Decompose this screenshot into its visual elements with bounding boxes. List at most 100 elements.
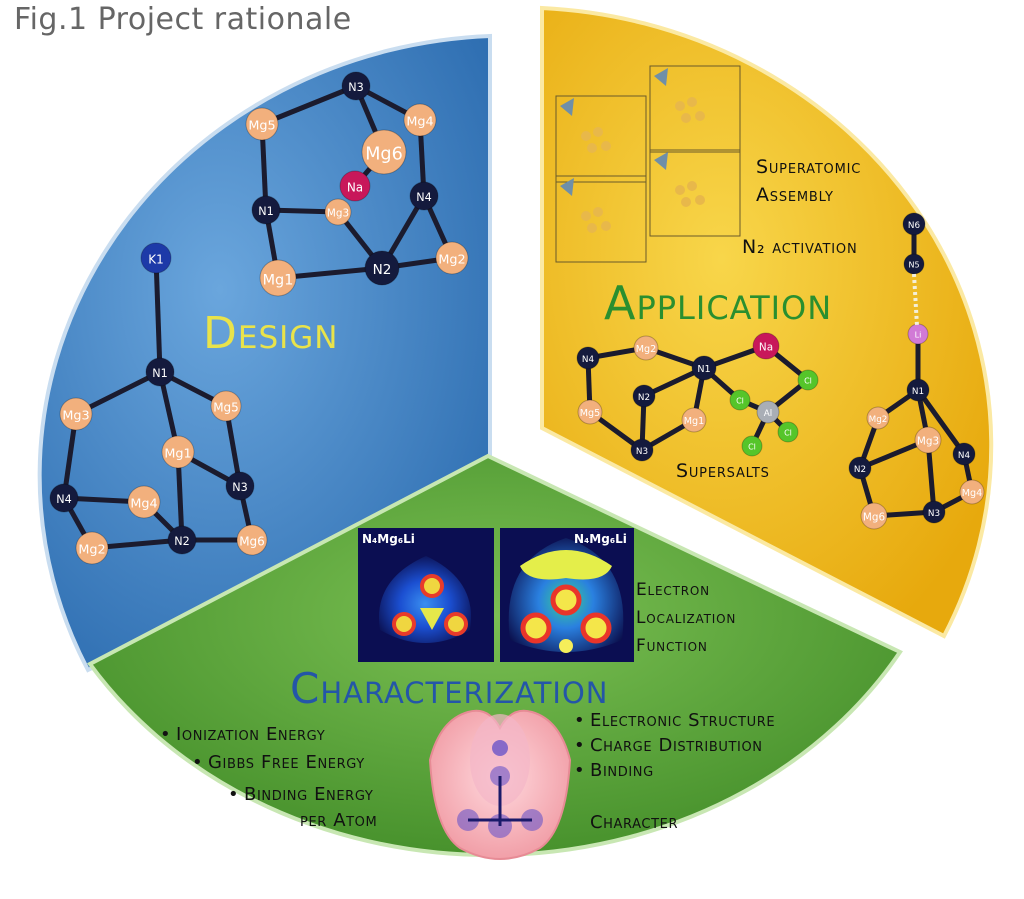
- atom-label: N4: [56, 493, 72, 506]
- atom-label: N1: [152, 367, 168, 380]
- bond: [261, 83, 357, 127]
- atom-label: Mg3: [917, 436, 939, 448]
- atom-label: Mg5: [580, 408, 600, 419]
- elf-left-label: N₄Mg₆Li: [362, 532, 415, 546]
- atom-label: N1: [697, 364, 710, 375]
- list-item: Ionization Energy: [160, 724, 325, 745]
- atom: [906, 378, 930, 402]
- lattice-atom: [675, 101, 685, 111]
- atom: [225, 471, 255, 501]
- lattice-atom: [695, 111, 705, 121]
- atom: [756, 400, 780, 424]
- lattice-cell: [555, 95, 647, 183]
- atom: [777, 421, 799, 443]
- atom: [409, 181, 439, 211]
- supersalts-label: Supersalts: [676, 460, 770, 482]
- lattice-atom: [581, 211, 591, 221]
- lattice-atom: [593, 207, 603, 217]
- atom: [210, 390, 242, 422]
- atom: [251, 195, 281, 225]
- list-item: Binding: [574, 760, 775, 781]
- atom-label: N6: [908, 221, 921, 231]
- atom-label: Mg6: [365, 145, 403, 165]
- atom-label: Mg5: [213, 400, 239, 414]
- atom-label: N4: [958, 451, 971, 461]
- atom-label: Cl: [748, 443, 756, 452]
- atom: [435, 241, 469, 275]
- atom: [959, 479, 985, 505]
- atom: [403, 103, 437, 137]
- atom: [236, 524, 268, 556]
- atom-label: Mg2: [636, 344, 656, 355]
- atom-label: K1: [148, 252, 164, 266]
- atom: [259, 259, 297, 297]
- characterization-left-list: Ionization Energy: [160, 724, 325, 749]
- elf-line2: Localization: [636, 608, 737, 628]
- atom: [630, 438, 654, 462]
- atom-label: N2: [854, 465, 866, 475]
- atom: [127, 485, 161, 519]
- bond: [915, 388, 967, 456]
- lattice-atom: [593, 127, 603, 137]
- application-label: Application: [604, 276, 833, 330]
- atom-label: N4: [416, 191, 432, 204]
- atom: [741, 435, 763, 457]
- characterization-right-list: Electronic Structure Charge Distribution…: [574, 710, 775, 785]
- lattice-atom: [587, 223, 597, 233]
- bond: [912, 273, 919, 327]
- elf-line3: Function: [636, 636, 708, 656]
- atom-label: Na: [347, 180, 363, 194]
- atom: [633, 335, 659, 361]
- application-sector: [540, 5, 994, 639]
- tetrahedron: [654, 68, 668, 86]
- lattice-cell: [649, 149, 741, 237]
- atom: [848, 456, 872, 480]
- characterization-left-list-3: Binding Energy: [228, 784, 373, 809]
- list-item: Binding Energy: [228, 784, 373, 805]
- atom-label: N3: [636, 447, 648, 457]
- atom-label: Mg3: [62, 409, 89, 424]
- atom: [902, 212, 926, 236]
- atom-label: Li: [915, 331, 922, 340]
- characterization-left-continuation: per Atom: [300, 810, 378, 831]
- atom-label: Mg6: [863, 512, 885, 524]
- lattice-atom: [581, 131, 591, 141]
- superatomic-lattice: [555, 65, 741, 263]
- elf-line1: Electron: [636, 580, 710, 600]
- list-item: Gibbs Free Energy: [192, 752, 365, 773]
- atom: [681, 407, 707, 433]
- atom: [922, 500, 946, 524]
- bond: [153, 257, 163, 373]
- atom-label: N3: [348, 81, 364, 94]
- n2-activation-label: N₂ activation: [742, 236, 858, 258]
- atom-label: Mg4: [962, 488, 982, 499]
- lattice-atom: [681, 197, 691, 207]
- atom: [59, 397, 93, 431]
- atom-label: Mg6: [239, 534, 265, 548]
- atom: [167, 525, 197, 555]
- atom-label: Mg1: [684, 416, 704, 427]
- atom: [339, 170, 371, 202]
- atom-label: Cl: [784, 429, 792, 438]
- atom-label: Mg2: [869, 415, 888, 425]
- atom: [691, 355, 717, 381]
- superatomic-line2: Assembly: [756, 184, 834, 206]
- atom: [145, 357, 175, 387]
- atom: [49, 483, 79, 513]
- lattice-cell: [649, 65, 741, 153]
- tetrahedron: [560, 98, 574, 116]
- characterization-right-continuation: Character: [590, 812, 679, 833]
- atom: [576, 346, 600, 370]
- atom-label: N2: [373, 262, 392, 278]
- lattice-atom: [587, 143, 597, 153]
- atom: [752, 332, 780, 360]
- atom-label: Cl: [736, 397, 744, 406]
- atom-label: Al: [764, 409, 772, 419]
- atom: [341, 71, 371, 101]
- atom: [140, 242, 172, 274]
- figure-title: Fig.1 Project rationale: [14, 2, 352, 37]
- atom-label: N3: [232, 481, 248, 494]
- elf-right-label: N₄Mg₆Li: [574, 532, 627, 546]
